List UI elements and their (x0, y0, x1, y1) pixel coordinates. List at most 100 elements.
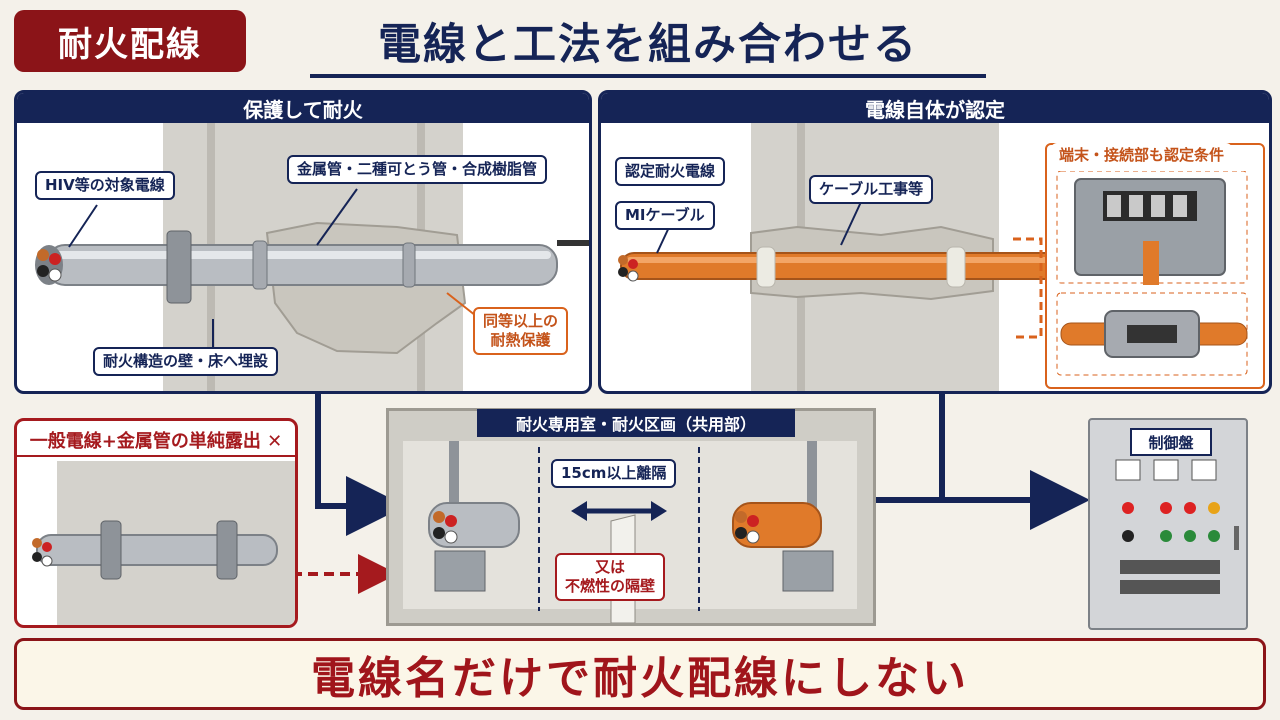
panel-title: 電線自体が認定 (601, 93, 1269, 123)
indicator-lamp (1160, 502, 1172, 514)
pipe-stand (434, 550, 486, 592)
indicator-lamp (1184, 502, 1196, 514)
fire-room-title: 耐火専用室・耐火区画（共用部） (477, 409, 795, 437)
conduit-types-label: 金属管・二種可とう管・合成樹脂管 (287, 155, 548, 184)
wire-core (37, 249, 49, 261)
breaker-row (1120, 560, 1220, 574)
wire-core (628, 259, 638, 269)
distance-arrow-left (571, 501, 587, 521)
footer-message: 電線名だけで耐火配線にしない (14, 638, 1266, 710)
conduit-clamp (100, 520, 122, 580)
pipe-support (807, 441, 817, 521)
conduit-highlight (53, 251, 551, 259)
leader-conduit (316, 188, 358, 246)
switch (1208, 530, 1220, 542)
certified-cable-panel: 電線自体が認定 端末・接続部も認定条件 (598, 90, 1272, 394)
metal-conduit (36, 534, 278, 566)
heat-protection-line1: 同等以上の (483, 312, 559, 330)
terminal-condition-label: 端末・接続部も認定条件 (1051, 143, 1233, 168)
terminal-subpanel: 端末・接続部も認定条件 (1045, 143, 1265, 389)
wire-core (735, 511, 747, 523)
indicator-lamp (1122, 502, 1134, 514)
mi-cable-label: MIケーブル (615, 201, 715, 230)
distance-label: 15cm以上離隔 (551, 459, 677, 488)
exposed-ng-title: 一般電線+金属管の単純露出 ✕ (17, 427, 295, 453)
divider (17, 455, 295, 457)
door-handle (1234, 526, 1239, 550)
orange-cable (732, 502, 822, 548)
fire-sealant (756, 246, 776, 288)
wire-core (37, 265, 49, 277)
exposed-ng-label: 一般電線+金属管の単純露出 (29, 431, 261, 452)
protected-fireproof-panel: 保護して耐火 HIV等の対象電線 金属管・二種可とう管・合成樹脂管 耐火構造の壁… (14, 90, 592, 394)
meter (1115, 459, 1141, 481)
title-underline (310, 74, 986, 78)
indicator-lamp (1208, 502, 1220, 514)
switch (1184, 530, 1196, 542)
fire-room: 耐火専用室・耐火区画（共用部） 15cm以上離隔 又は 不燃性の隔壁 (386, 408, 876, 626)
terminal-screw (1151, 195, 1165, 217)
terminal-screw (1107, 195, 1121, 217)
fire-wall-line1: 又は (595, 558, 626, 576)
switch (1122, 530, 1134, 542)
leader-wire (68, 204, 98, 248)
wire-core (48, 268, 62, 282)
target-wire-label: HIV等の対象電線 (35, 171, 175, 200)
cable-work-label: ケーブル工事等 (809, 175, 934, 204)
control-panel-label: 制御盤 (1130, 428, 1212, 456)
embed-in-wall-label: 耐火構造の壁・床へ埋設 (93, 347, 279, 376)
wire-core (747, 515, 759, 527)
conduit-clamp (216, 520, 238, 580)
wire-core (32, 538, 42, 548)
orange-cable (620, 252, 1062, 280)
certified-cable-illustration (618, 123, 1062, 391)
meter (1153, 459, 1179, 481)
pipe-support (449, 441, 459, 521)
wire-core (433, 527, 445, 539)
heat-protection-line2: 耐熱保護 (490, 330, 551, 349)
terminal-screw (1173, 195, 1187, 217)
control-panel: 制御盤 (1088, 418, 1248, 630)
wire-core (618, 255, 628, 265)
conduit-illustration (35, 123, 589, 391)
category-tag: 耐火配線 (14, 10, 246, 72)
conduit-coupling (252, 240, 268, 290)
conduit-clamp (166, 230, 192, 304)
box-cable (1143, 241, 1159, 285)
metal-conduit (428, 502, 520, 548)
wire-core (445, 515, 457, 527)
connector-window (1127, 325, 1177, 343)
wire-core (627, 270, 639, 282)
switch (1160, 530, 1172, 542)
dashed-link (1013, 237, 1043, 339)
left-to-room-arrow (315, 388, 406, 536)
control-panel-illustration (1115, 459, 1239, 594)
wire-core (618, 267, 628, 277)
fire-sealant (946, 246, 966, 288)
wire-core (49, 253, 61, 265)
wire-core (735, 527, 747, 539)
certified-fire-cable-label: 認定耐火電線 (615, 157, 726, 186)
breaker-row (1120, 580, 1220, 594)
cable-highlight (627, 257, 1055, 263)
terminal-illustration (1056, 171, 1248, 376)
wire-core (746, 530, 760, 544)
exposed-ng-panel: 一般電線+金属管の単純露出 ✕ (14, 418, 298, 628)
heat-protection-label: 同等以上の 耐熱保護 (473, 307, 569, 355)
exposed-conduit-illustration (32, 461, 295, 625)
page-title: 電線と工法を組み合わせる (378, 20, 918, 70)
pipe-stand (782, 550, 834, 592)
fire-wall-line2: 不燃性の隔壁 (565, 576, 656, 595)
wire-core (32, 552, 42, 562)
wire-core (444, 530, 458, 544)
terminal-screw (1129, 195, 1143, 217)
ng-cross-icon: ✕ (267, 431, 283, 452)
wire-core (433, 511, 445, 523)
panel-title: 保護して耐火 (17, 93, 589, 123)
wire-core (42, 542, 52, 552)
fire-wall-label: 又は 不燃性の隔壁 (555, 553, 666, 601)
wire-core (41, 555, 53, 567)
conduit-coupling (402, 242, 416, 288)
distance-arrow-right (651, 501, 667, 521)
